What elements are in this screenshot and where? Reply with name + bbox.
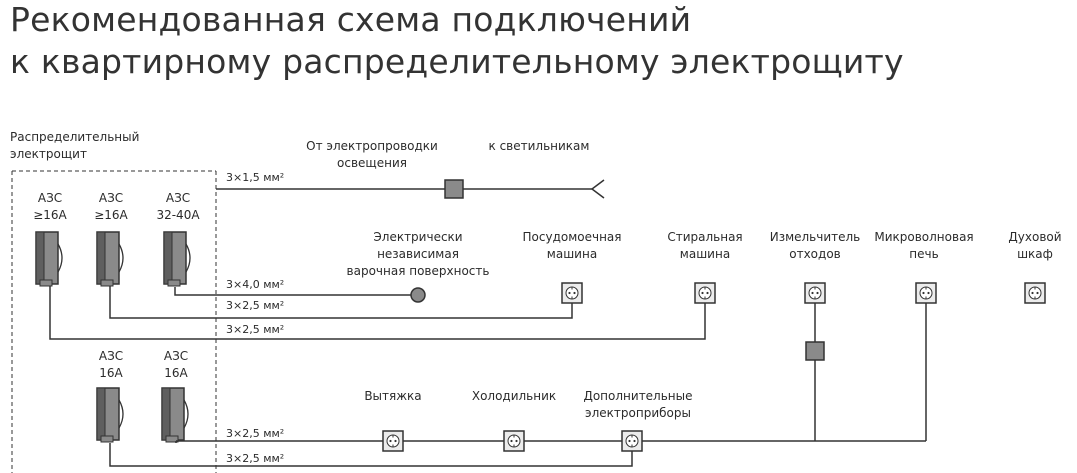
breaker-label: АЗС [99, 349, 123, 363]
washer-label-line2: машина [680, 247, 730, 261]
disposer-socket-icon [804, 282, 826, 304]
cable-bottom-lower-label: 3×2,5 мм² [226, 452, 284, 465]
washer-circuit: 3×2,5 мм² Стиральная машина [49, 230, 743, 340]
diagram-title-line2: к квартирному распределительному электро… [10, 42, 904, 81]
washer-label-line1: Стиральная [667, 230, 742, 244]
cable-hob-label: 3×4,0 мм² [226, 278, 284, 291]
breaker-rating: 16А [99, 366, 123, 380]
panel-label-line1: Распределительный [10, 130, 139, 144]
breaker-rating: ≥16А [33, 208, 67, 222]
microwave-label-line1: Микроволновая [874, 230, 973, 244]
hob-circuit: 3×4,0 мм² Электрически независимая вароч… [174, 230, 490, 303]
hob-terminal-icon [410, 287, 426, 303]
fridge-label: Холодильник [472, 389, 556, 403]
distribution-panel: Распределительный электрощит [10, 130, 217, 473]
bottom-circuit-upper: 3×2,5 мм² [175, 427, 926, 443]
fridge-branch: Холодильник [472, 389, 556, 452]
microwave-label-line2: печь [909, 247, 938, 261]
dishwasher-label-line1: Посудомоечная [523, 230, 622, 244]
hob-label-line3: варочная поверхность [347, 264, 490, 278]
hood-socket-icon [382, 430, 404, 452]
dishwasher-circuit: 3×2,5 мм² Посудомоечная машина [109, 230, 622, 319]
breaker-label: АЗС [164, 349, 188, 363]
disposer-switch-icon [805, 341, 825, 361]
bottom-circuit-lower: 3×2,5 мм² [109, 443, 633, 467]
cable-lighting-label: 3×1,5 мм² [226, 171, 284, 184]
oven-branch: Духовой шкаф [1008, 230, 1062, 304]
lighting-source-label-line1: От электропроводки [306, 139, 438, 153]
lighting-circuit: От электропроводки освещения к светильни… [216, 139, 605, 199]
luminaire-arrow-icon [590, 179, 605, 199]
diagram-title-line1: Рекомендованная схема подключений [10, 0, 692, 39]
dishwasher-socket-icon [561, 282, 583, 304]
cable-dishwasher-label: 3×2,5 мм² [226, 299, 284, 312]
junction-box-icon [444, 179, 464, 199]
extra-appliances-branch: Дополнительные электроприборы [583, 389, 693, 452]
oven-label-line2: шкаф [1017, 247, 1053, 261]
cable-bottom-upper-label: 3×2,5 мм² [226, 427, 284, 440]
fridge-socket-icon [503, 430, 525, 452]
breaker-top-1: АЗС ≥16А [33, 191, 68, 287]
hood-label: Вытяжка [364, 389, 421, 403]
extra-label-line2: электроприборы [585, 406, 691, 420]
microwave-socket-icon [915, 282, 937, 304]
disposer-label-line1: Измельчитель [770, 230, 861, 244]
hob-label-line1: Электрически [373, 230, 462, 244]
microwave-branch: Микроволновая печь [874, 230, 974, 441]
oven-label-line1: Духовой [1008, 230, 1061, 244]
breaker-rating: ≥16А [94, 208, 128, 222]
dishwasher-label-line2: машина [547, 247, 597, 261]
cable-washer-label: 3×2,5 мм² [226, 323, 284, 336]
breaker-label: АЗС [99, 191, 123, 205]
disposer-label-line2: отходов [789, 247, 841, 261]
breaker-label: АЗС [38, 191, 62, 205]
washer-socket-icon [694, 282, 716, 304]
breaker-bottom-1: АЗС 16А [96, 349, 124, 443]
oven-socket-icon [1024, 282, 1046, 304]
lighting-source-label-line2: освещения [337, 156, 407, 170]
extra-label-line1: Дополнительные [583, 389, 692, 403]
breaker-top-3: АЗС 32-40А [156, 191, 200, 287]
panel-label-line2: электрощит [10, 147, 87, 161]
breaker-rating: 16А [164, 366, 188, 380]
hob-label-line2: независимая [377, 247, 459, 261]
breaker-top-2: АЗС ≥16А [94, 191, 129, 287]
breaker-bottom-2: АЗС 16А [161, 349, 189, 443]
extra-socket-icon [621, 430, 643, 452]
hood-branch: Вытяжка [364, 389, 422, 452]
disposer-branch: Измельчитель отходов [770, 230, 861, 441]
lighting-target-label: к светильникам [489, 139, 590, 153]
breaker-label: АЗС [166, 191, 190, 205]
breaker-rating: 32-40А [156, 208, 200, 222]
